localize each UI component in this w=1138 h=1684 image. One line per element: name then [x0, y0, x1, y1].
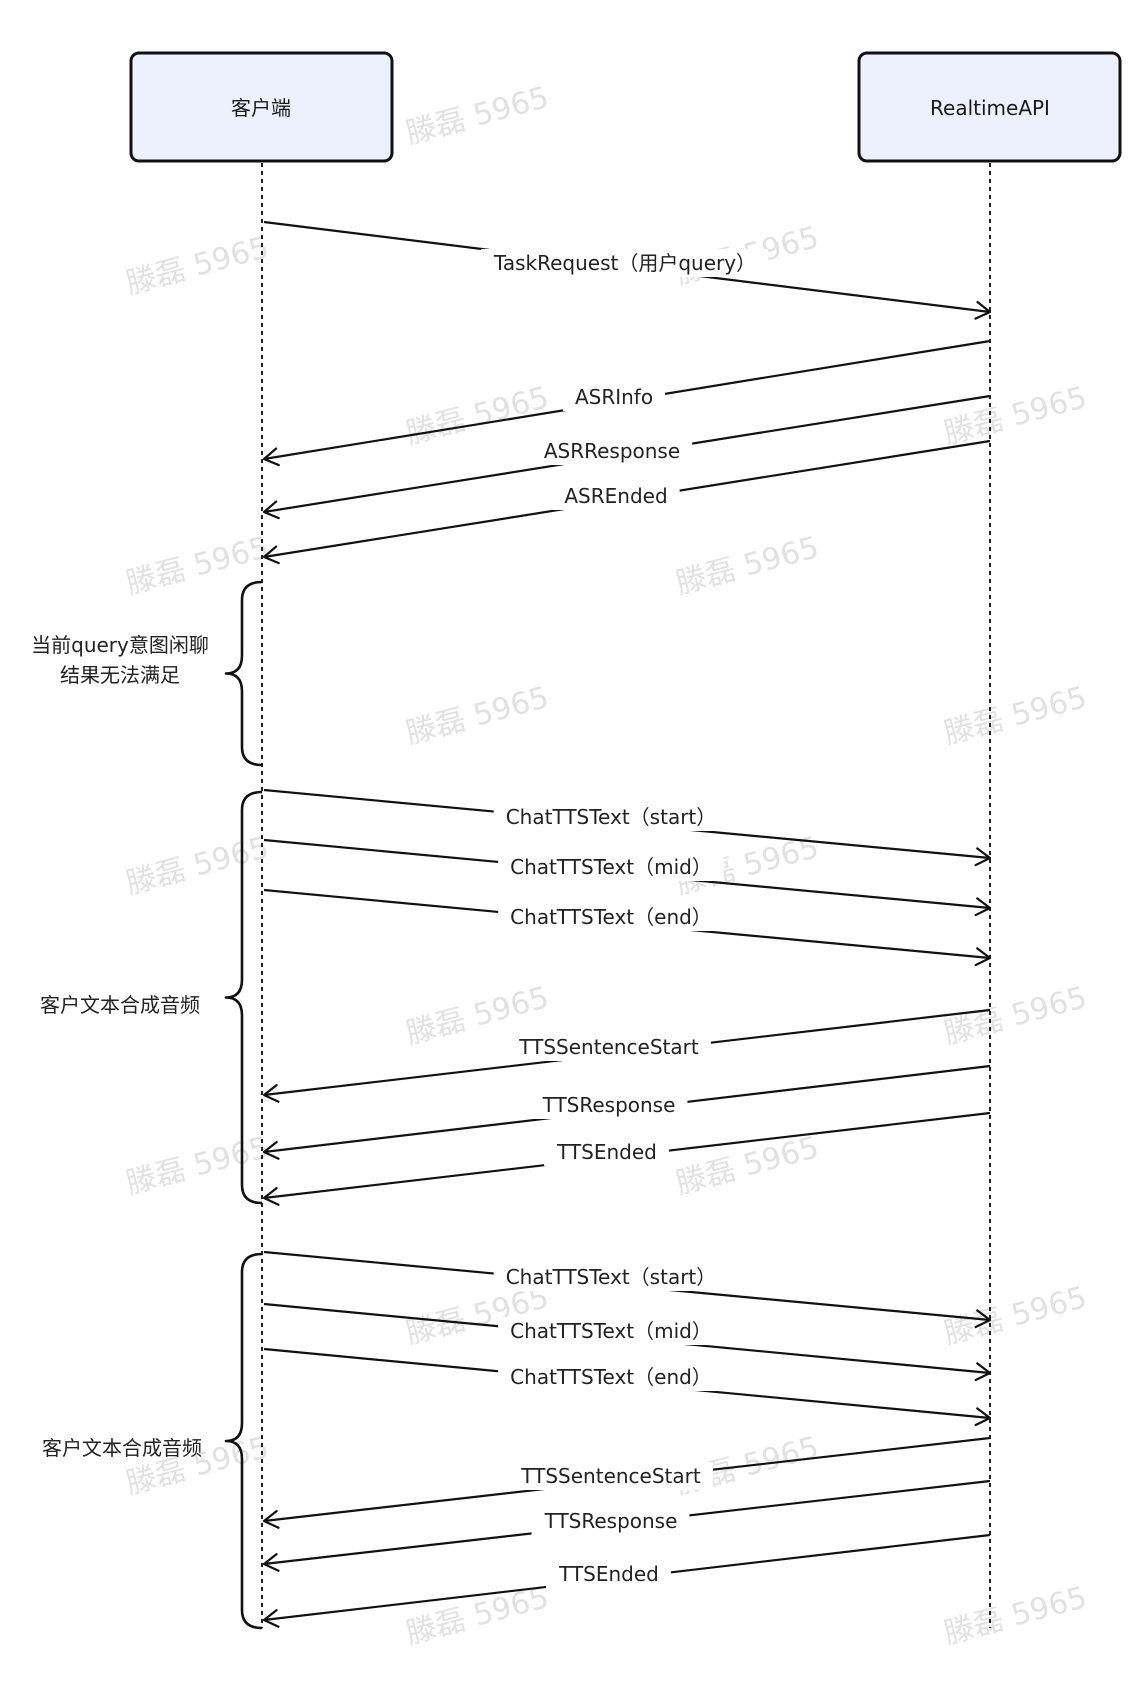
message-arrow-head	[262, 1187, 280, 1206]
watermark-text: 滕磊 5965	[403, 1580, 553, 1652]
watermark-text: 滕磊 5965	[941, 1580, 1091, 1652]
message-label: TTSResponse	[544, 1509, 678, 1533]
message-label: TaskRequest（用户query）	[493, 251, 756, 275]
message-arrow-head	[974, 847, 992, 867]
participant-realtime-api: RealtimeAPI	[857, 51, 1122, 163]
message-label: ChatTTSText（mid）	[510, 855, 712, 879]
annotation-2: 客户文本合成音频	[40, 790, 263, 1205]
annotation-label: 客户文本合成音频	[40, 993, 200, 1017]
message-6: ChatTTSText（mid）	[263, 838, 992, 917]
message-16: TTSEnded	[262, 1533, 991, 1628]
brace	[224, 580, 263, 767]
watermark-text: 滕磊 5965	[123, 830, 273, 902]
message-10: TTSEnded	[262, 1111, 991, 1206]
message-8: TTSSentenceStart	[262, 1008, 991, 1103]
message-arrow-head	[974, 947, 992, 967]
message-arrow-head	[974, 1362, 992, 1382]
participant-client-label: 客户端	[231, 96, 291, 120]
message-label-bg	[562, 383, 666, 411]
message-12: ChatTTSText（mid）	[263, 1302, 992, 1382]
message-label-bg	[552, 482, 680, 510]
message-label: TTSSentenceStart	[520, 1464, 701, 1488]
message-14: TTSSentenceStart	[262, 1436, 991, 1529]
annotation-label: 当前query意图闲聊	[31, 633, 209, 657]
message-label-bg	[531, 437, 693, 465]
message-arrow-head	[262, 447, 280, 467]
annotation-3: 客户文本合成音频	[42, 1252, 263, 1630]
message-13: ChatTTSText（end）	[263, 1347, 992, 1427]
message-label-bg	[531, 1507, 690, 1535]
message-arrow-head	[974, 897, 992, 917]
message-11: ChatTTSText（start）	[263, 1250, 992, 1329]
message-7: ChatTTSText（end）	[263, 888, 992, 967]
watermark-text: 滕磊 5965	[941, 1280, 1091, 1352]
message-1: TaskRequest（用户query）	[263, 220, 992, 320]
message-arrow-head	[974, 1407, 992, 1427]
message-label: TTSResponse	[542, 1093, 676, 1117]
message-arrow-head	[262, 500, 280, 520]
message-label: ChatTTSText（end）	[510, 905, 712, 929]
watermark-text: 滕磊 5965	[941, 380, 1091, 452]
message-label-bg	[546, 1560, 671, 1588]
watermark-text: 滕磊 5965	[123, 530, 273, 602]
message-label-bg	[480, 249, 769, 277]
message-label: TTSSentenceStart	[518, 1035, 699, 1059]
message-15: TTSResponse	[262, 1479, 991, 1572]
watermark-text: 滕磊 5965	[123, 230, 273, 302]
message-label: ChatTTSText（end）	[510, 1365, 712, 1389]
message-5: ChatTTSText（start）	[263, 788, 992, 867]
message-arrow-head	[262, 1553, 280, 1572]
message-arrow-head	[262, 545, 280, 565]
brace	[224, 1252, 263, 1630]
message-label: ASRResponse	[544, 439, 680, 463]
annotation-label: 结果无法满足	[60, 663, 180, 687]
message-label-bg	[544, 1138, 669, 1166]
watermark-text: 滕磊 5965	[123, 1130, 273, 1202]
participant-client: 客户端	[129, 51, 394, 163]
message-arrow-head	[262, 1609, 280, 1628]
message-arrow-head	[262, 1140, 280, 1160]
message-9: TTSResponse	[262, 1064, 991, 1160]
brace	[224, 790, 263, 1205]
watermark-text: 滕磊 5965	[673, 530, 823, 602]
participant-realtime-api-label: RealtimeAPI	[930, 96, 1050, 120]
message-label-bg	[508, 1462, 713, 1490]
message-label: ASRInfo	[575, 385, 653, 409]
annotation-label: 客户文本合成音频	[42, 1436, 202, 1460]
message-3: ASRResponse	[262, 394, 991, 520]
watermark-text: 滕磊 5965	[941, 680, 1091, 752]
message-4: ASREnded	[262, 439, 991, 565]
message-label: TTSEnded	[556, 1140, 657, 1164]
message-label: TTSEnded	[558, 1562, 659, 1586]
message-label-bg	[498, 1363, 724, 1391]
watermark-text: 滕磊 5965	[403, 680, 553, 752]
message-arrow-head	[262, 1084, 280, 1103]
message-label-bg	[498, 853, 724, 881]
message-arrow-head	[262, 1510, 280, 1529]
message-label-bg	[498, 1317, 724, 1345]
message-label: ChatTTSText（mid）	[510, 1319, 712, 1343]
message-arrow-head	[974, 1309, 992, 1329]
message-label: ASREnded	[564, 484, 667, 508]
message-label-bg	[493, 803, 729, 831]
message-label: ChatTTSText（start）	[506, 805, 717, 829]
message-label-bg	[506, 1033, 711, 1061]
watermark-text: 滕磊 5965	[941, 980, 1091, 1052]
message-label-bg	[493, 1263, 729, 1291]
message-2: ASRInfo	[262, 339, 991, 467]
message-arrow-head	[974, 300, 992, 320]
message-label: ChatTTSText（start）	[506, 1265, 717, 1289]
message-label-bg	[498, 903, 724, 931]
message-label-bg	[529, 1091, 688, 1119]
message-layer: TaskRequest（用户query） ASRInfoASRResponseAS…	[262, 220, 992, 1628]
watermark-text: 滕磊 5965	[403, 80, 553, 152]
